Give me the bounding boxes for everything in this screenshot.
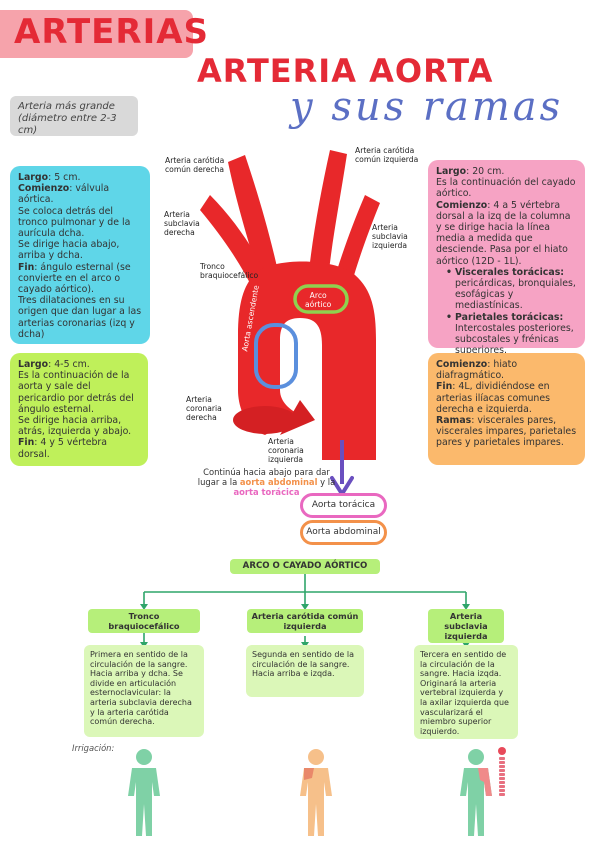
card-value: : válvula aórtica. [18, 183, 110, 206]
label-line: Arteria [186, 395, 212, 404]
vessel-carotida-derecha [228, 155, 280, 288]
highlight-arco [293, 284, 349, 314]
label-line: derecha [186, 413, 217, 422]
list-item-title: Parietales torácicas: [455, 311, 564, 323]
card-text: Se coloca detrás del tronco pulmonar y d… [18, 205, 131, 240]
card-value: : 4 a 5 vértebra dorsal a la izq de la c… [436, 199, 571, 267]
list-item-title: Viscerales torácicas: [455, 266, 565, 278]
card-aorta-abdominal: Comienzo: hiato diafragmático. Fin: 4L, … [428, 353, 585, 465]
card-label: Comienzo [436, 359, 488, 370]
card-label: Comienzo [436, 199, 488, 211]
card-label: Largo [18, 172, 49, 183]
continuation-text: Continúa hacia abajo para dar lugar a la… [194, 467, 339, 497]
card-label: Fin [436, 381, 453, 393]
label-tronco: Tronco braquiocefálico [200, 262, 258, 280]
branch-title: Arteria subclavia izquierda [428, 609, 504, 643]
card-aorta-toracica: Largo: 20 cm. Es la continuación del cay… [428, 160, 585, 356]
note-box: Arteria más grande (diámetro entre 2-3 c… [10, 96, 138, 136]
label-line: Arteria [268, 437, 294, 446]
branch-description: Segunda en sentido de la circulación de … [246, 645, 364, 697]
label-line: aórtico [305, 300, 332, 309]
label-line: subclavia [164, 219, 200, 228]
label-line: izquierda [372, 241, 407, 250]
card-text: Se dirige hacia abajo, arriba y dcha. [18, 239, 120, 262]
card-label: Fin [18, 437, 35, 449]
card-value: : viscerales pares, viscerales impares, … [436, 415, 577, 449]
vessel-raiz [233, 406, 297, 434]
label-line: Arco [309, 291, 327, 300]
label-line: común izquierda [355, 155, 419, 164]
label-carotida-izquierda: Arteria carótida común izquierda [355, 146, 418, 164]
body-figure-icon [128, 749, 160, 836]
card-value: : hiato diafragmático. [436, 359, 518, 382]
vessel-carotida-izquierda [308, 150, 347, 280]
vessel-subclavia-izquierda [332, 195, 380, 290]
label-line: derecha [164, 228, 195, 237]
label-line: subclavia [372, 232, 408, 241]
banner-text: ARTERIAS [14, 12, 210, 52]
card-label: Fin [18, 261, 35, 273]
label-coronaria-derecha: Arteria coronaria derecha [186, 395, 222, 422]
label-line: Arteria [164, 210, 190, 219]
list-item-text: pericárdicas, bronquiales, esofágicas y … [455, 278, 576, 312]
body-figure-icon [300, 749, 332, 836]
continuation-before: Continúa hacia abajo para dar lugar a la [197, 467, 330, 487]
label-line: Arteria [372, 223, 398, 232]
branch-description: Tercera en sentido de la circulación de … [414, 645, 518, 739]
title-banner: ARTERIAS [0, 10, 210, 58]
branch-title: Arteria carótida común izquierda [247, 609, 363, 633]
tree-root: ARCO O CAYADO AÓRTICO [230, 559, 380, 574]
card-label: Largo [18, 359, 49, 370]
card-label: Ramas [436, 415, 472, 427]
branch-description: Primera en sentido de la circulación de … [84, 645, 204, 737]
pill-aorta-abdominal: Aorta abdominal [300, 520, 387, 545]
card-value: : 4L, dividiéndose en arterias ilíacas c… [436, 381, 550, 415]
continuation-abdominal: aorta abdominal [239, 477, 318, 487]
label-line: coronaria [186, 404, 222, 413]
label-line: coronaria [268, 446, 304, 455]
label-arco: Arco aórtico [305, 291, 331, 309]
card-value: : 5 cm. [48, 172, 81, 183]
body-figure-icon [460, 749, 492, 836]
label-subclavia-derecha: Arteria subclavia derecha [164, 210, 200, 237]
label-subclavia-izquierda: Arteria subclavia izquierda [372, 223, 408, 250]
card-value: : 4-5 cm. [48, 359, 90, 370]
card-text: Tres dilataciones en su origen que dan l… [18, 295, 142, 340]
continuation-mid: y la [317, 477, 336, 487]
card-label: Largo [436, 166, 467, 177]
card-text: Es la continuación de la aorta y sale de… [18, 370, 134, 415]
spine-icon [498, 747, 506, 796]
irrigacion-label: Irrigación: [72, 743, 115, 753]
branch-title: Tronco braquiocefálico [88, 609, 200, 633]
card-text: Es la continuación del cayado aórtico. [436, 177, 576, 200]
list-item: Parietales torácicas: Intercostales post… [446, 312, 577, 357]
branch-list: Viscerales torácicas: pericárdicas, bron… [446, 267, 577, 357]
aorta-illustration [200, 150, 380, 470]
label-descendente: Aorta descendente [377, 298, 387, 371]
script-subtitle: y sus ramas [290, 84, 564, 130]
card-value: : 4 y 5 vértebra dorsal. [18, 437, 108, 460]
label-line: Arteria carótida [355, 146, 415, 155]
label-coronaria-izquierda: Arteria coronaria izquierda [268, 437, 304, 464]
pill-aorta-toracica: Aorta torácica [300, 493, 387, 518]
label-carotida-derecha: Arteria carótida común derecha [165, 156, 224, 174]
highlight-ascendente [254, 323, 298, 389]
card-arco-aortico: Largo: 4-5 cm. Es la continuación de la … [10, 353, 148, 466]
note-line: (diámetro entre 2-3 cm) [18, 113, 117, 136]
card-aorta-ascendente: Largo: 5 cm. Comienzo: válvula aórtica. … [10, 166, 150, 344]
label-line: Tronco [200, 262, 225, 271]
card-value: : 20 cm. [466, 166, 505, 177]
list-item-text: Intercostales posteriores, subcostales y… [455, 322, 574, 357]
card-value: : ángulo esternal (se convierte en el ar… [18, 261, 131, 296]
label-line: braquiocefálico [200, 271, 259, 280]
note-line: Arteria más grande [18, 101, 115, 112]
card-label: Comienzo [18, 183, 70, 195]
label-line: Arteria carótida [165, 156, 225, 165]
label-line: izquierda [268, 455, 303, 464]
label-line: común derecha [165, 165, 225, 174]
list-item: Viscerales torácicas: pericárdicas, bron… [446, 267, 577, 312]
card-text: Se dirige hacia arriba, atrás, izquierda… [18, 415, 132, 438]
continuation-toracica: aorta torácica [233, 487, 300, 497]
page-title: ARTERIA AORTA [197, 52, 494, 90]
